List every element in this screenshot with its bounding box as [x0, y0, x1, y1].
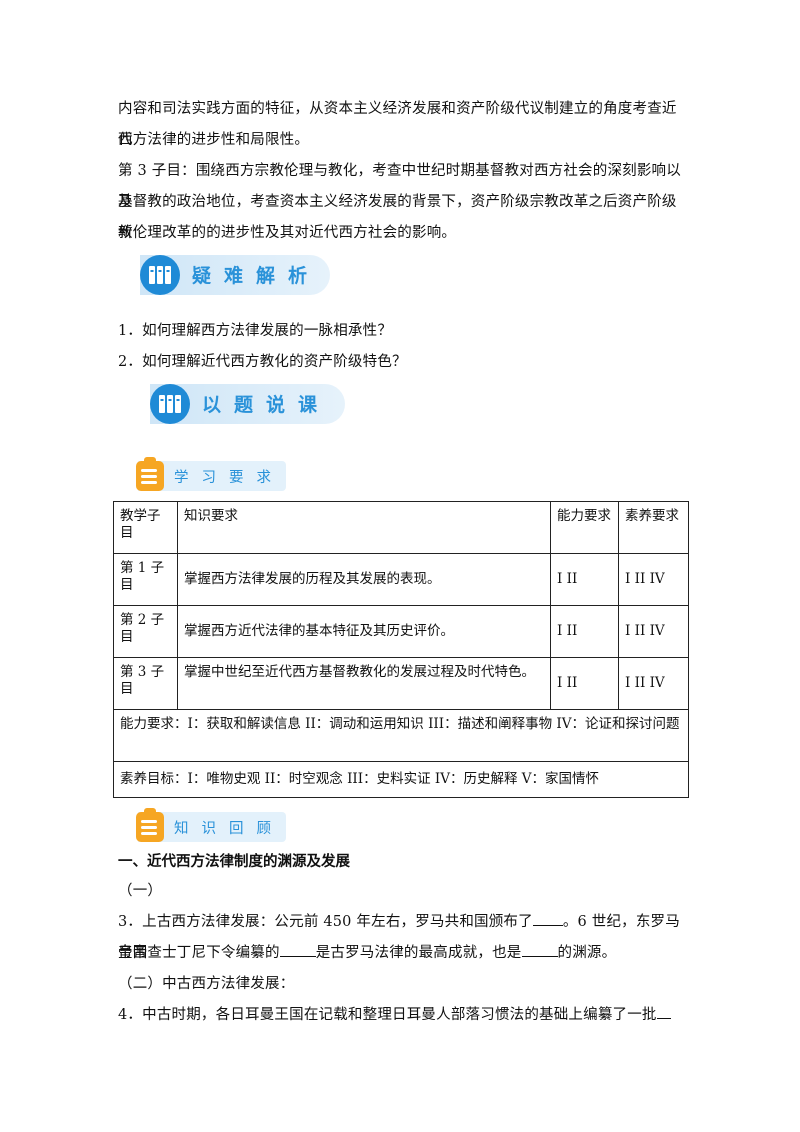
question-2: 2．如何理解近代西方教化的资产阶级特色？: [118, 354, 407, 370]
table-note-row: 素养目标：I：唯物史观 II：时空观念 III：史料实证 IV：历史解释 V：家…: [113, 761, 689, 798]
intro-line-2: 西方法律的进步性和局限性。: [118, 132, 310, 148]
books-icon: [140, 255, 180, 295]
banner-lesson: 以题说课: [150, 384, 345, 424]
row-sub: 第 1 子目: [113, 553, 178, 606]
answer-blank[interactable]: [279, 942, 316, 957]
tag-review-title: 知识回顾: [174, 821, 284, 837]
tag-requirements-title: 学习要求: [174, 470, 284, 486]
row-knowledge: 掌握西方法律发展的历程及其发展的表现。: [177, 553, 551, 606]
row-literacy: I II IV: [618, 553, 689, 606]
requirements-table: 教学子目 知识要求 能力要求 素养要求 第 1 子目 掌握西方法律发展的历程及其…: [113, 501, 689, 798]
question-3-line-1: 3．上古西方法律发展：公元前 450 年左右，罗马共和国颁布了。6 世纪，东罗马…: [118, 907, 690, 969]
clipboard-icon: [136, 808, 164, 842]
table-row: 第 1 子目 掌握西方法律发展的历程及其发展的表现。 I II I II IV: [113, 553, 689, 606]
table-row: 第 2 子目 掌握西方近代法律的基本特征及其历史评价。 I II I II IV: [113, 605, 689, 658]
table-note-row: 能力要求：I：获取和解读信息 II：调动和运用知识 III：描述和阐释事物 IV…: [113, 709, 689, 762]
row-ability: I II: [550, 553, 619, 606]
subsection-1: （一）: [118, 883, 163, 899]
answer-blank[interactable]: [532, 911, 563, 926]
header-knowledge: 知识要求: [177, 501, 551, 554]
row-literacy: I II IV: [618, 605, 689, 658]
intro-line-4: 基督教的政治地位，考查资本主义经济发展的背景下，资产阶级宗教改革之后资产阶级新: [118, 194, 677, 241]
banner-difficulty-title: 疑难解析: [192, 265, 321, 287]
row-sub: 第 2 子目: [113, 605, 178, 658]
clipboard-icon: [136, 457, 164, 491]
ability-note: 能力要求：I：获取和解读信息 II：调动和运用知识 III：描述和阐释事物 IV…: [113, 709, 689, 762]
header-ability: 能力要求: [550, 501, 619, 554]
row-ability: I II: [550, 657, 619, 710]
question-4: 4．中古时期，各日耳曼王国在记载和整理日耳曼人部落习惯法的基础上编纂了一批: [118, 1000, 690, 1031]
answer-blank[interactable]: [521, 942, 558, 957]
table-header-row: 教学子目 知识要求 能力要求 素养要求: [113, 501, 689, 554]
books-icon: [150, 384, 190, 424]
row-knowledge: 掌握中世纪至近代西方基督教教化的发展过程及时代特色。: [177, 657, 551, 710]
tag-review: 知识回顾: [136, 808, 286, 842]
intro-line-3: 第 3 子目：围绕西方宗教伦理与教化，考查中世纪时期基督教对西方社会的深刻影响以…: [118, 163, 681, 210]
intro-line-1: 内容和司法实践方面的特征，从资本主义经济发展和资产阶级代议制建立的角度考查近代: [118, 101, 677, 148]
intro-line-5: 教伦理改革的的进步性及其对近代西方社会的影响。: [118, 225, 457, 241]
banner-difficulty: 疑难解析: [140, 255, 330, 295]
row-literacy: I II IV: [618, 657, 689, 710]
row-sub: 第 3 子目: [113, 657, 178, 710]
banner-lesson-title: 以题说课: [202, 394, 331, 416]
row-ability: I II: [550, 605, 619, 658]
table-row: 第 3 子目 掌握中世纪至近代西方基督教教化的发展过程及时代特色。 I II I…: [113, 657, 689, 710]
row-knowledge: 掌握西方近代法律的基本特征及其历史评价。: [177, 605, 551, 658]
question-3-line-2: 皇帝查士丁尼下令编纂的是古罗马法律的最高成就，也是的渊源。: [118, 938, 690, 969]
question-1: 1．如何理解西方法律发展的一脉相承性？: [118, 323, 393, 339]
tag-requirements: 学习要求: [136, 457, 286, 491]
literacy-note: 素养目标：I：唯物史观 II：时空观念 III：史料实证 IV：历史解释 V：家…: [113, 761, 689, 798]
section-heading: 一、近代西方法律制度的渊源及发展: [118, 854, 350, 870]
answer-blank[interactable]: [656, 1004, 671, 1019]
header-sub: 教学子目: [113, 501, 178, 554]
header-literacy: 素养要求: [618, 501, 689, 554]
subsection-2: （二）中古西方法律发展：: [118, 976, 295, 992]
